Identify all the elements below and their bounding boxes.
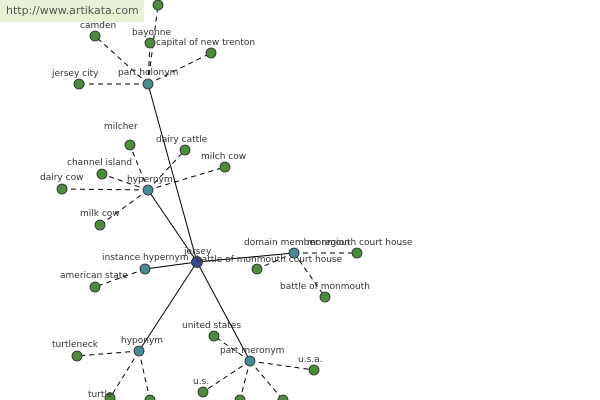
- label-camden: camden: [80, 21, 116, 31]
- relation-node-instance-hypernym[interactable]: [139, 263, 151, 275]
- edge-center-domain-member-region: [196, 252, 295, 263]
- label-american-state: american state: [60, 271, 128, 281]
- edge-part-meronym-2: [202, 360, 251, 393]
- edge-hyponym-2: [138, 350, 151, 400]
- label-u-s-a: u.s.a.: [298, 355, 323, 365]
- label-turtleneck: turtleneck: [52, 340, 99, 350]
- edge-center-part-holonym: [147, 83, 198, 263]
- relation-node-domain-member-region[interactable]: [288, 247, 300, 259]
- edge-hypernym-4: [61, 188, 149, 191]
- edge-center-instance-hypernym: [144, 261, 198, 270]
- node-u-s-a-1[interactable]: [308, 364, 320, 376]
- edge-center-part-meronym: [196, 261, 251, 362]
- relation-node-part-meronym[interactable]: [244, 355, 256, 367]
- node-battle-of-monmouth-2[interactable]: [319, 291, 331, 303]
- center-node-jersey[interactable]: [191, 256, 203, 268]
- label-dairy-cattle: dairy cattle: [156, 135, 208, 145]
- node-monmouth-court-house-1[interactable]: [351, 247, 363, 259]
- edge-part-meronym-0: [213, 335, 251, 362]
- center-label: jersey: [183, 247, 212, 257]
- edge-domain-member-region-0: [256, 252, 295, 270]
- node-offscreen-3[interactable]: [234, 394, 246, 400]
- edge-part-meronym-4: [249, 360, 284, 400]
- node-milk-cow-5[interactable]: [94, 219, 106, 231]
- label-dairy-cow: dairy cow: [40, 173, 83, 183]
- relation-label-part-holonym: part holonym: [118, 68, 178, 78]
- node-dairy-cow-4[interactable]: [56, 183, 68, 195]
- label-channel-island: channel island: [67, 158, 132, 168]
- graph-edges: [61, 4, 357, 400]
- node-united-states-0[interactable]: [208, 330, 220, 342]
- edge-hypernym-5: [99, 189, 149, 226]
- relation-label-domain-member-region: domain member region: [244, 238, 350, 248]
- node-american-state-0[interactable]: [89, 281, 101, 293]
- edge-hypernym-2: [147, 166, 226, 191]
- node-unlabeled-4[interactable]: [152, 0, 164, 11]
- relation-label-hypernym: hypernym: [127, 175, 173, 185]
- edge-part-holonym-0: [94, 35, 149, 85]
- node-turtleneck-0[interactable]: [71, 350, 83, 362]
- edge-part-meronym-1: [249, 360, 315, 371]
- label-jersey-city: jersey city: [51, 69, 99, 79]
- edge-part-holonym-1: [147, 42, 151, 85]
- node-capital-of-new-trenton-2[interactable]: [205, 47, 217, 59]
- relation-label-hyponym: hyponym: [121, 336, 163, 346]
- label-battle-of-monmouth: battle of monmouth: [280, 282, 370, 292]
- graph-nodes: [56, 0, 363, 400]
- edge-hypernym-1: [147, 149, 186, 191]
- label-bayonne: bayonne: [132, 28, 171, 38]
- label-capital-of-new-trenton: capital of new trenton: [156, 38, 255, 48]
- node-bayonne-1[interactable]: [144, 37, 156, 49]
- node-milch-cow-2[interactable]: [219, 161, 231, 173]
- edge-part-holonym-2: [147, 52, 212, 85]
- label-monmouth-court-house: monmouth court house: [307, 238, 413, 248]
- edge-center-hypernym: [147, 189, 198, 263]
- relation-node-hypernym[interactable]: [142, 184, 154, 196]
- node-battle-of-monmouth-court-house-0[interactable]: [251, 263, 263, 275]
- node-channel-island-3[interactable]: [96, 168, 108, 180]
- relation-node-part-holonym[interactable]: [142, 78, 154, 90]
- label-u-s: u.s.: [193, 377, 209, 387]
- relation-label-part-meronym: part meronym: [220, 346, 284, 356]
- relation-node-hyponym[interactable]: [133, 345, 145, 357]
- edge-hyponym-1: [109, 350, 140, 399]
- node-u-s-2[interactable]: [197, 386, 209, 398]
- label-battle-of-monmouth-court-house: battle of monmouth court house: [196, 255, 343, 265]
- label-turtle: turtle: [88, 390, 113, 400]
- node-camden-0[interactable]: [89, 30, 101, 42]
- node-offscreen-2[interactable]: [144, 394, 156, 400]
- edge-hyponym-0: [76, 350, 140, 357]
- node-jersey-city-3[interactable]: [73, 78, 85, 90]
- label-milk-cow: milk cow: [80, 209, 120, 219]
- watermark-url: http://www.artikata.com: [0, 0, 144, 22]
- edge-hypernym-0: [129, 144, 149, 191]
- relation-label-instance-hypernym: instance hypernym: [102, 253, 189, 263]
- label-united-states: united states: [182, 321, 241, 331]
- node-turtle-1[interactable]: [104, 392, 116, 400]
- edge-hypernym-3: [101, 173, 149, 191]
- node-milcher-0[interactable]: [124, 139, 136, 151]
- label-milcher: milcher: [104, 122, 138, 132]
- node-offscreen-4[interactable]: [277, 394, 289, 400]
- edge-part-meronym-3: [239, 360, 251, 400]
- label-milch-cow: milch cow: [201, 152, 246, 162]
- node-dairy-cattle-1[interactable]: [179, 144, 191, 156]
- edge-center-hyponym: [138, 261, 198, 352]
